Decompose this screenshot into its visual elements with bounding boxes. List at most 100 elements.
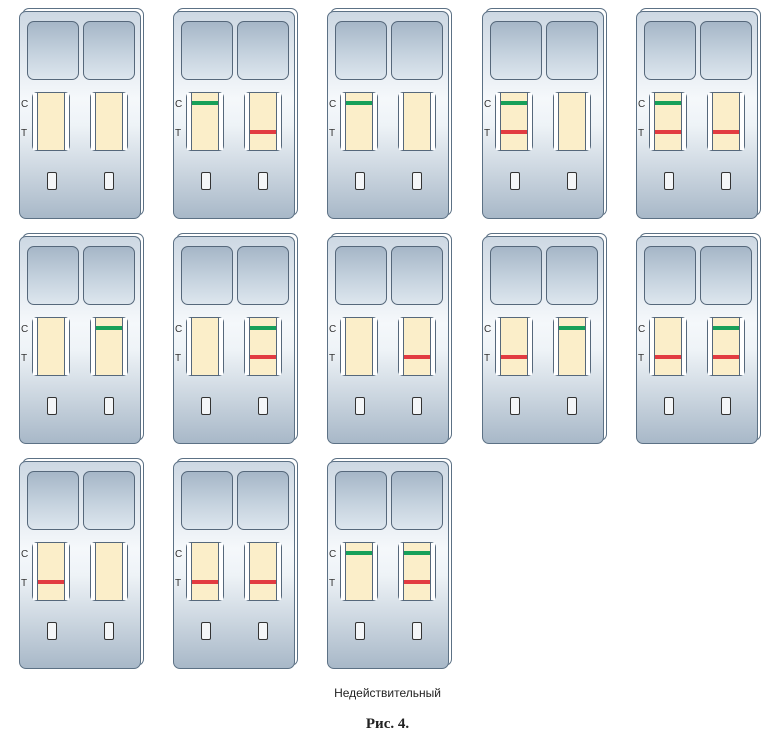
sample-port (201, 397, 211, 415)
control-label: C (329, 549, 337, 560)
test-line (250, 130, 276, 134)
control-label: C (175, 549, 183, 560)
sample-port (412, 172, 422, 190)
sample-well (237, 21, 289, 80)
sample-port (664, 172, 674, 190)
result-window (495, 92, 533, 151)
test-label: T (638, 353, 645, 364)
control-line (192, 101, 218, 105)
control-label: C (21, 549, 29, 560)
test-label: T (329, 578, 336, 589)
control-label: C (329, 99, 337, 110)
control-label: C (638, 324, 646, 335)
test-line (404, 355, 430, 359)
result-window (32, 317, 70, 376)
sample-well (83, 21, 135, 80)
result-window (32, 92, 70, 151)
control-line (346, 101, 372, 105)
test-line (713, 355, 739, 359)
result-window (340, 317, 378, 376)
control-line (501, 101, 527, 105)
sample-well (335, 246, 387, 305)
sample-port (258, 622, 268, 640)
result-window (398, 317, 436, 376)
result-window (553, 317, 591, 376)
sample-port (104, 397, 114, 415)
sample-well (237, 246, 289, 305)
result-window (553, 92, 591, 151)
test-label: T (175, 128, 182, 139)
test-line (501, 355, 527, 359)
sample-well (490, 21, 542, 80)
result-window (649, 92, 687, 151)
control-label: C (484, 324, 492, 335)
result-window (649, 317, 687, 376)
sample-port (355, 172, 365, 190)
sample-well (335, 471, 387, 530)
control-line (346, 551, 372, 555)
test-label: T (21, 128, 28, 139)
sample-well (644, 246, 696, 305)
test-label: T (638, 128, 645, 139)
control-label: C (484, 99, 492, 110)
sample-port (510, 397, 520, 415)
sample-port (258, 172, 268, 190)
test-label: T (329, 353, 336, 364)
sample-port (412, 622, 422, 640)
sample-well (700, 246, 752, 305)
control-line (559, 326, 585, 330)
test-line (404, 580, 430, 584)
result-window (244, 92, 282, 151)
result-window (90, 542, 128, 601)
sample-well (391, 21, 443, 80)
sample-well (490, 246, 542, 305)
sample-well (181, 471, 233, 530)
test-label: T (175, 578, 182, 589)
sample-port (47, 172, 57, 190)
control-label: C (21, 324, 29, 335)
test-label: T (484, 353, 491, 364)
test-line (655, 130, 681, 134)
sample-well (237, 471, 289, 530)
result-window (495, 317, 533, 376)
result-window (90, 317, 128, 376)
sample-well (181, 246, 233, 305)
control-label: C (175, 324, 183, 335)
sample-port (104, 172, 114, 190)
result-window (32, 542, 70, 601)
test-line (250, 355, 276, 359)
test-label: T (175, 353, 182, 364)
result-window (186, 542, 224, 601)
control-label: C (21, 99, 29, 110)
test-line (655, 355, 681, 359)
sample-well (391, 246, 443, 305)
control-line (713, 326, 739, 330)
result-window (186, 92, 224, 151)
sample-port (201, 622, 211, 640)
test-line (501, 130, 527, 134)
result-window (340, 92, 378, 151)
result-window (398, 542, 436, 601)
result-window (707, 92, 745, 151)
test-line (38, 580, 64, 584)
sample-well (335, 21, 387, 80)
result-window (244, 317, 282, 376)
test-line (713, 130, 739, 134)
sample-port (355, 397, 365, 415)
result-window (90, 92, 128, 151)
result-window (244, 542, 282, 601)
sample-well (27, 471, 79, 530)
sample-well (546, 21, 598, 80)
sample-port (412, 397, 422, 415)
control-label: C (175, 99, 183, 110)
sample-well (546, 246, 598, 305)
